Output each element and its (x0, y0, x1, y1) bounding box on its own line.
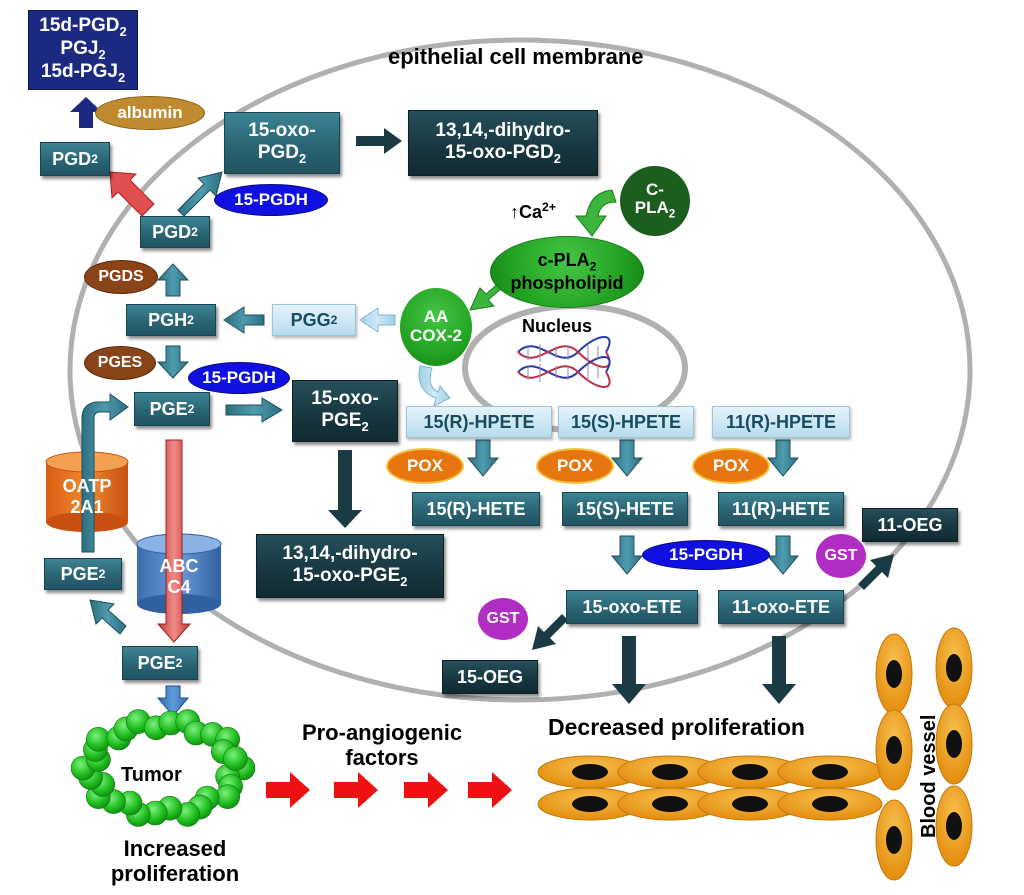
gst-ellipse-left: GST (478, 598, 528, 640)
pgds-ellipse: PGDS (84, 260, 158, 294)
cpla2-phospholipid: c-PLA2 phospholipid (490, 236, 644, 308)
red-arrow-4 (468, 772, 512, 808)
dihydro-oxo-pgd2-box: 13,14,-dihydro- 15-oxo-PGD2 (408, 110, 598, 176)
red-arrow-2 (334, 772, 378, 808)
top-box-line-3: 15d-PGJ (40, 60, 118, 82)
endothelial-cell (777, 787, 883, 821)
endothelial-cells (537, 755, 883, 821)
oxo-pge2-box: 15-oxo- PGE2 (292, 380, 398, 442)
arrow-pge2-reuptake (89, 599, 127, 635)
arrow-oxo-pgd2-to-dihydro (356, 128, 402, 154)
vessel-cell (875, 633, 913, 715)
arrow-cox-to-hpete (418, 365, 451, 407)
dna-helix-icon (517, 336, 611, 388)
arrow-oxo-ete-to-15-oeg (532, 614, 568, 650)
15-pgdh-ellipse-right: 15-PGDH (642, 540, 770, 570)
arrow-aa-to-pgg2 (359, 307, 396, 333)
pox-ellipse-3: POX (692, 448, 770, 484)
arrow-pgd2-to-oxo (177, 171, 223, 217)
15s-hete-box: 15(S)-HETE (562, 492, 688, 526)
dihydro-oxo-pge2-box: 13,14,-dihydro- 15-oxo-PGE2 (256, 534, 444, 598)
red-arrows (266, 772, 512, 808)
pges-ellipse: PGES (84, 346, 156, 380)
vessel-cell (935, 703, 973, 785)
endothelial-cell (537, 787, 643, 821)
vessel-cell (935, 627, 973, 709)
arrow-pge2-to-tumor (156, 685, 190, 717)
arrow-pgd2-export (109, 171, 155, 217)
arrow-pgh2-to-pgd2 (156, 263, 190, 297)
tumor-cells (70, 709, 256, 827)
arrow-hete-to-oxo-1 (610, 535, 644, 575)
top-box-line-1: 15d-PGD (39, 14, 120, 36)
arrow-oxo-ete-to-11-oeg (858, 554, 894, 590)
nucleus-label: Nucleus (522, 316, 593, 336)
arrow-11-oxo-to-decreased (762, 636, 796, 704)
oxo-pgd2-box: 15-oxo- PGD2 (224, 112, 340, 174)
albumin-ellipse: albumin (95, 96, 205, 130)
arrow-hpete-to-hete-2 (610, 439, 644, 477)
pox-ellipse-2: POX (536, 448, 614, 484)
11r-hpete-box: 11(R)-HPETE (712, 406, 850, 438)
arrow-albumin-up (70, 97, 102, 128)
gst-ellipse-right: GST (816, 534, 866, 578)
cell-membrane (67, 37, 973, 703)
cpla2-enzyme: C- PLA2 (620, 166, 690, 236)
endothelial-cell (617, 787, 723, 821)
15s-hpete-box: 15(S)-HPETE (558, 406, 694, 438)
red-arrow-3 (404, 772, 448, 808)
tumor-cell (223, 746, 248, 771)
arrow-abcc4-export (156, 439, 192, 643)
blood-vessel-label: Blood vessel (918, 714, 940, 838)
decreased-proliferation-label: Decreased proliferation (548, 714, 805, 740)
arrow-hpete-to-hete-1 (466, 439, 500, 477)
arrow-pgg2-to-pgh2 (223, 306, 265, 334)
red-arrow-1 (266, 772, 310, 808)
vessel-cell (875, 709, 913, 791)
arrow-calcium (574, 189, 617, 237)
tumor-label: Tumor (121, 764, 182, 786)
15-pgdh-ellipse-mid: 15-PGDH (188, 362, 290, 394)
arrow-pgh2-to-pge2 (156, 345, 190, 379)
11r-hete-box: 11(R)-HETE (718, 492, 844, 526)
aa-cox2-ellipse: AA COX-2 (400, 288, 472, 366)
arrow-pge2-to-oxo (225, 397, 283, 423)
pox-ellipse-1: POX (386, 448, 464, 484)
blood-vessel-cells (875, 627, 973, 881)
arrow-oxo-pge2-to-dihydro (328, 450, 362, 528)
endothelial-cell (697, 787, 803, 821)
vessel-cell (875, 799, 913, 881)
membrane-label: epithelial cell membrane (388, 44, 644, 69)
endothelial-cell (777, 755, 883, 789)
calcium-label: ↑Ca2+ (510, 200, 556, 222)
arrow-hete-to-oxo-2 (766, 535, 800, 575)
15-pgdh-ellipse-top: 15-PGDH (214, 184, 328, 216)
15-oeg-box: 15-OEG (442, 660, 538, 694)
vessel-cell (935, 785, 973, 867)
top-box-line-2: PGJ (60, 37, 99, 59)
15-oxo-ete-box: 15-oxo-ETE (566, 590, 698, 624)
15r-hpete-box: 15(R)-HPETE (406, 406, 552, 438)
arrow-15-oxo-to-decreased (612, 636, 646, 704)
15r-hete-box: 15(R)-HETE (412, 492, 540, 526)
11-oxo-ete-box: 11-oxo-ETE (718, 590, 844, 624)
arrow-hpete-to-hete-3 (766, 439, 800, 477)
arrow-oatp-import (81, 393, 129, 553)
11-oeg-box: 11-OEG (862, 508, 958, 542)
pgd2-metabolites-box: 15d-PGD2 PGJ2 15d-PGJ2 (28, 10, 138, 90)
